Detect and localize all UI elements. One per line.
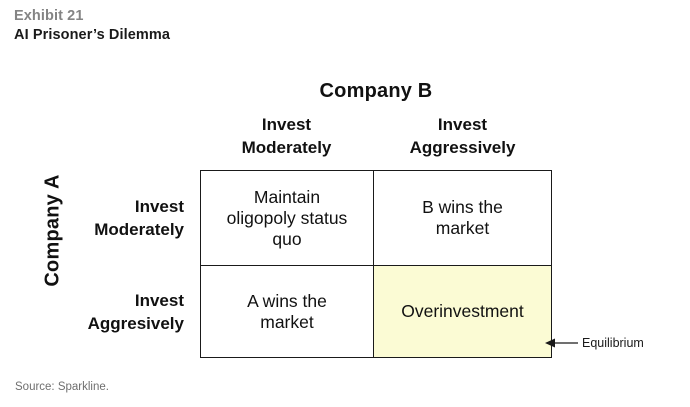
column-group-title: Company B xyxy=(319,80,433,102)
matrix-cell-moderate-aggressive: B wins the market xyxy=(374,171,551,266)
page-title: AI Prisoner’s Dilemma xyxy=(14,27,171,43)
row-header-invest-moderately: Invest Moderately xyxy=(94,196,184,239)
page-header: Exhibit 21 AI Prisoner’s Dilemma xyxy=(14,7,170,45)
row-header-invest-aggresively: Invest Aggresively xyxy=(87,290,184,333)
matrix-cell-moderate-moderate: Maintain oligopoly status quo xyxy=(201,171,374,266)
row-headers: Invest Moderately Invest Aggresively xyxy=(62,170,192,358)
matrix-cell-aggressive-moderate: A wins the market xyxy=(201,266,374,357)
column-header-invest-aggressively: Invest Aggressively xyxy=(409,115,516,157)
equilibrium-label: Equilibrium xyxy=(582,336,644,350)
column-headers: Invest Moderately Invest Aggressively xyxy=(200,113,552,159)
matrix-cell-aggressive-aggressive: Overinvestment xyxy=(374,266,551,357)
payoff-matrix: Maintain oligopoly status quo B wins the… xyxy=(200,170,552,358)
exhibit-number-label: Exhibit 21 xyxy=(14,8,84,24)
equilibrium-annotation: Equilibrium xyxy=(545,336,644,350)
arrow-left-icon xyxy=(545,338,578,348)
column-header-invest-moderately: Invest Moderately xyxy=(241,115,332,157)
source-note: Source: Sparkline. xyxy=(15,381,109,393)
